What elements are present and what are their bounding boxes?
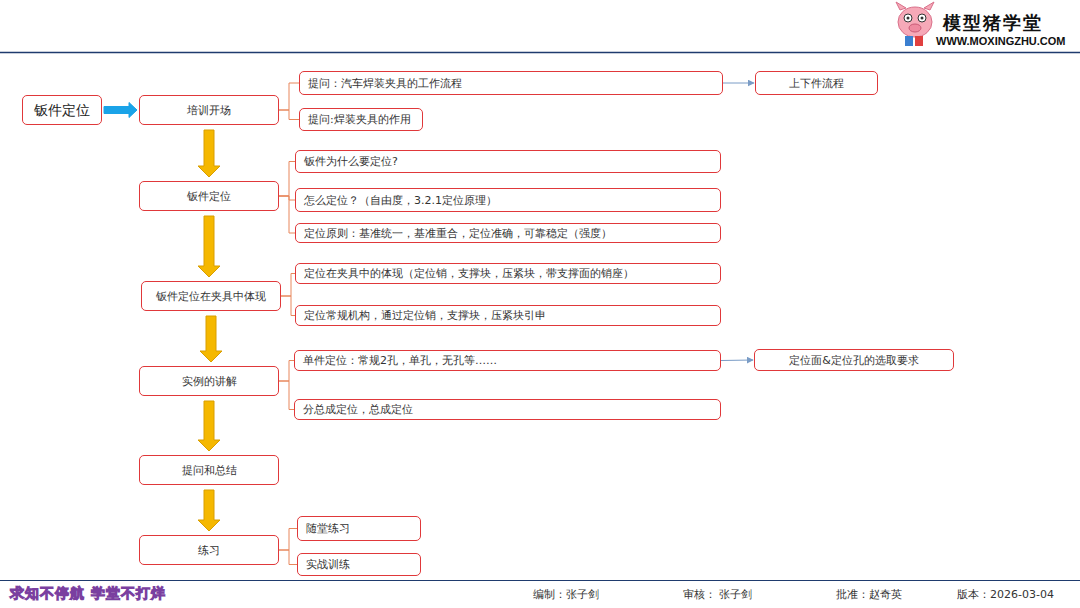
box-text: 钣件定位在夹具中体现	[156, 290, 266, 303]
flow-arrow	[198, 490, 220, 531]
branch-line	[279, 83, 299, 110]
topic-box: 随堂练习	[297, 516, 421, 541]
footer-field: 版本：2026-03-04	[957, 587, 1054, 602]
box-text: 定位在夹具中的体现（定位销，支撑块，压紧块，带支撑面的销座）	[304, 267, 634, 280]
box-text: 钣件定位	[187, 190, 231, 203]
box-text: 定位原则：基准统一，基准重合，定位准确，可靠稳定（强度）	[304, 227, 612, 240]
branch-line	[281, 296, 295, 316]
branch-line	[279, 550, 297, 565]
branch-line	[279, 162, 295, 197]
step-box: 实例的讲解	[139, 366, 279, 396]
box-text: 定位面&定位孔的选取要求	[789, 354, 919, 367]
topic-box: 单件定位：常规2孔，单孔，无孔等……	[294, 350, 721, 371]
topic-box: 定位常规机构，通过定位销，支撑块，压紧块引申	[295, 305, 721, 326]
step-box: 定位面&定位孔的选取要求	[754, 349, 954, 371]
step-box: 钣件定位在夹具中体现	[141, 281, 281, 311]
topic-box: 定位在夹具中的体现（定位销，支撑块，压紧块，带支撑面的销座）	[295, 263, 721, 284]
brand-url: WWW.MOXINGZHU.COM	[936, 35, 1066, 47]
box-text: 钣件定位	[34, 102, 90, 118]
box-text: 实战训练	[306, 558, 350, 571]
flow-arrow	[200, 316, 222, 362]
flow-arrow	[198, 130, 220, 177]
topic-box: 提问：汽车焊装夹具的工作流程	[299, 71, 723, 95]
pointer-arrow	[721, 360, 753, 362]
pointer-arrow	[723, 83, 754, 84]
topic-box: 提问:焊装夹具的作用	[299, 108, 423, 131]
step-box: 钣件定位	[139, 181, 279, 211]
brand-name: 模型猪学堂	[943, 11, 1043, 35]
box-text: 练习	[198, 544, 220, 557]
branch-line	[279, 196, 295, 200]
branch-line	[281, 274, 295, 297]
footer-field: 编制：张子剑	[533, 587, 599, 602]
footer-rule	[0, 580, 1080, 581]
pig-logo	[896, 2, 934, 46]
flow-arrow	[198, 401, 220, 451]
topic-box: 分总成定位，总成定位	[294, 399, 721, 420]
step-box: 钣件定位	[22, 95, 102, 125]
box-text: 提问和总结	[182, 464, 237, 477]
flow-arrow	[198, 216, 220, 277]
box-text: 怎么定位？（自由度，3.2.1定位原理）	[304, 194, 497, 207]
box-text: 提问：汽车焊装夹具的工作流程	[308, 77, 462, 90]
branch-line	[279, 529, 297, 551]
box-text: 实例的讲解	[182, 375, 237, 388]
topic-box: 钣件为什么要定位?	[295, 150, 721, 173]
topic-box: 实战训练	[297, 553, 421, 576]
box-text: 提问:焊装夹具的作用	[308, 113, 411, 126]
box-text: 随堂练习	[306, 522, 350, 535]
topic-box: 怎么定位？（自由度，3.2.1定位原理）	[295, 188, 721, 212]
footer-field: 审核： 张子剑	[683, 587, 753, 602]
box-text: 钣件为什么要定位?	[304, 155, 398, 168]
box-text: 上下件流程	[789, 77, 844, 90]
box-text: 培训开场	[187, 104, 231, 117]
header-rule	[0, 52, 1080, 54]
branch-line	[279, 361, 294, 382]
branch-line	[279, 110, 299, 120]
step-box: 练习	[139, 535, 279, 565]
step-box: 上下件流程	[755, 71, 878, 95]
start-arrow	[104, 103, 137, 118]
branch-line	[279, 381, 294, 410]
box-text: 定位常规机构，通过定位销，支撑块，压紧块引申	[304, 309, 546, 322]
box-text: 单件定位：常规2孔，单孔，无孔等……	[303, 354, 497, 367]
topic-box: 定位原则：基准统一，基准重合，定位准确，可靠稳定（强度）	[295, 223, 721, 243]
step-box: 培训开场	[139, 95, 279, 125]
slogan: 求知不停航 学堂不打烊	[10, 585, 166, 603]
step-box: 提问和总结	[139, 455, 279, 485]
box-text: 分总成定位，总成定位	[303, 403, 413, 416]
footer-field: 批准：赵奇英	[836, 587, 902, 602]
branch-line	[279, 196, 295, 233]
